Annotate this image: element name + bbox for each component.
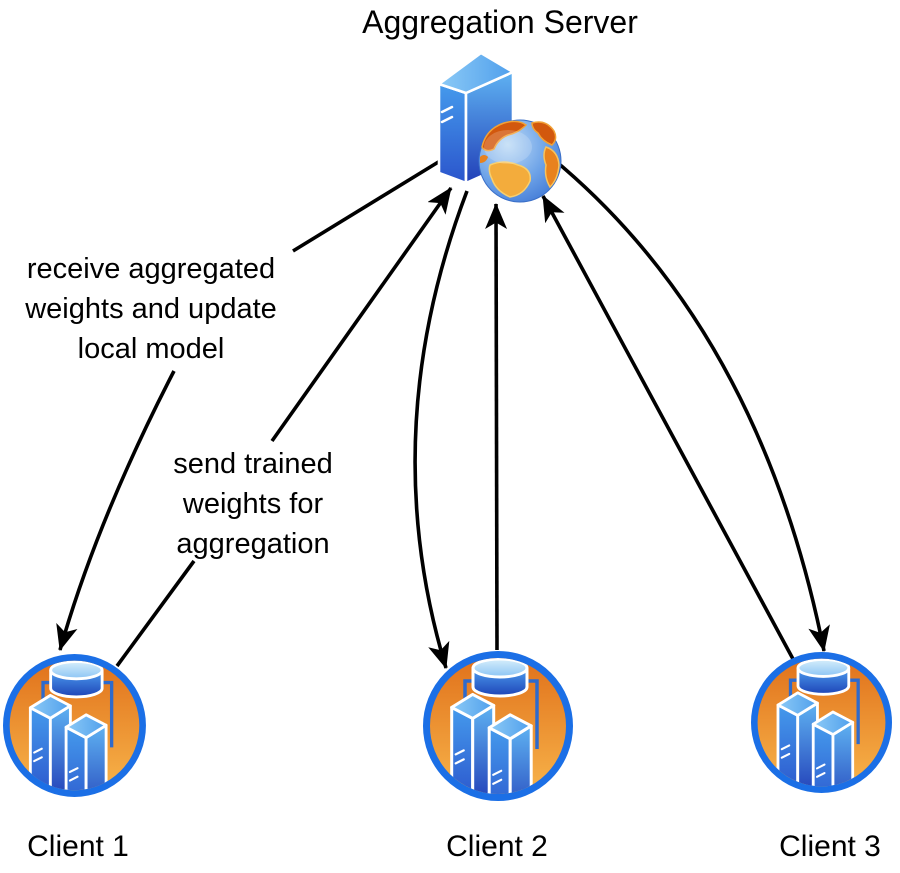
receive-arrow-client1-upper-segment	[292, 159, 441, 253]
server-title: Aggregation Server	[362, 4, 638, 40]
client3-icon	[754, 655, 888, 813]
receive-arrow-client1-lower-segment	[56, 370, 176, 651]
send-arrow-client1-upper-segment	[270, 186, 453, 443]
receive-weights-annotation: receive aggregated weights and update lo…	[25, 253, 277, 365]
receive-arrow-client2	[413, 190, 469, 669]
receive-arrow-client3	[550, 156, 830, 652]
client2-icon	[427, 655, 570, 823]
send-arrow-client2	[485, 203, 508, 651]
send-weights-annotation: send trained weights for aggregation	[173, 448, 333, 560]
globe-icon	[478, 119, 562, 203]
send-arrow-client3	[541, 195, 795, 660]
client2-label: Client 2	[446, 830, 548, 863]
client3-label: Client 3	[779, 830, 881, 863]
server-icon	[437, 51, 562, 203]
client1-icon	[6, 657, 142, 817]
send-arrow-client1-lower-segment	[115, 559, 196, 668]
client1-label: Client 1	[27, 830, 129, 863]
arrows-layer	[56, 156, 830, 669]
